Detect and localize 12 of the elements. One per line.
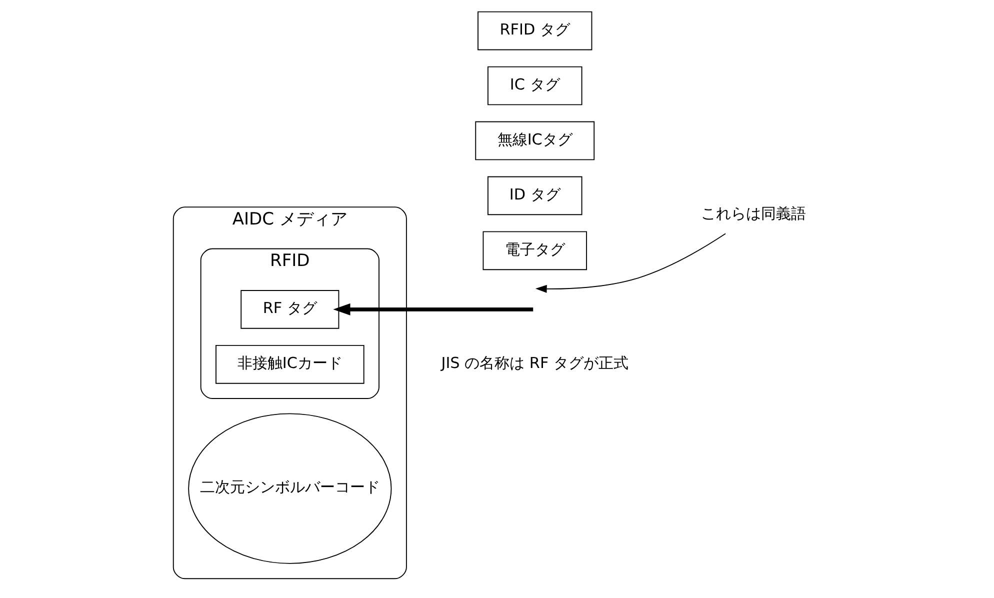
node-box: 電子タグ bbox=[482, 231, 587, 270]
node-box: IC タグ bbox=[487, 66, 582, 106]
node-text: これらは同義語 bbox=[700, 204, 806, 222]
node-box: 無線ICタグ bbox=[475, 121, 595, 160]
node-box: RF タグ bbox=[240, 290, 340, 329]
label: JIS の名称は RF タグが正式 bbox=[441, 354, 629, 372]
arrow bbox=[535, 233, 726, 293]
node-box: 非接触ICカード bbox=[216, 344, 364, 384]
node-box: RFID タグ bbox=[478, 11, 592, 50]
arrow bbox=[333, 303, 534, 316]
node-ellipse: 二次元シンボルバーコード bbox=[188, 413, 392, 564]
node-box: ID タグ bbox=[487, 176, 582, 216]
